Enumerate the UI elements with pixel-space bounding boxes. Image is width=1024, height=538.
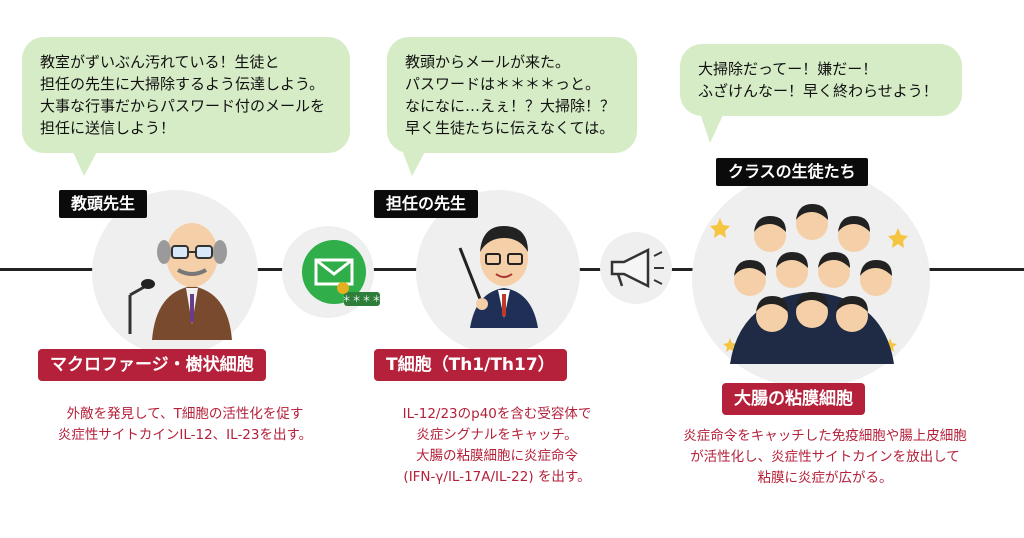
role-label-vice-principal: 教頭先生 <box>59 190 148 218</box>
megaphone-icon <box>610 247 664 289</box>
role-label-homeroom-teacher: 担任の先生 <box>374 190 479 218</box>
description-macrophage: 外敵を発見して、T細胞の活性化を促す 炎症性サイトカインIL-12、IL-23を… <box>57 406 313 443</box>
speech-bubble-students: 大掃除だってー！嫌だー！ ふざけんなー！早く終わらせよう！ <box>680 44 962 116</box>
cell-label-t-cell: T細胞（Th1/Th17） <box>374 349 567 381</box>
homeroom-teacher-illustration <box>458 226 538 328</box>
speech-bubble-tail <box>700 113 724 143</box>
speech-bubble-vice-principal: 教室がずいぶん汚れている！生徒と 担任の先生に大掃除するよう伝達しよう。 大事な… <box>22 37 350 153</box>
speech-bubble-homeroom-teacher: 教頭からメールが来た。 パスワードは＊＊＊＊っと。 なになに…えぇ！？大掃除！？… <box>387 37 637 153</box>
students-illustration <box>710 204 908 364</box>
speech-bubble-tail <box>402 150 426 176</box>
password-text: ＊＊＊＊ <box>342 295 383 305</box>
cell-label-macrophage: マクロファージ・樹状細胞 <box>38 349 266 381</box>
description-t-cell: IL-12/23のp40を含む受容体で 炎症シグナルをキャッチ。 大腸の粘膜細胞… <box>402 406 592 485</box>
envelope-icon <box>302 240 380 306</box>
vice-principal-illustration <box>128 223 232 340</box>
role-label-students: クラスの生徒たち <box>716 158 868 186</box>
speech-bubble-tail <box>72 150 98 176</box>
cell-label-mucosa: 大腸の粘膜細胞 <box>722 383 865 415</box>
description-mucosa: 炎症命令をキャッチした免疫細胞や腸上皮細胞 が活性化し、炎症性サイトカインを放出… <box>683 428 967 486</box>
